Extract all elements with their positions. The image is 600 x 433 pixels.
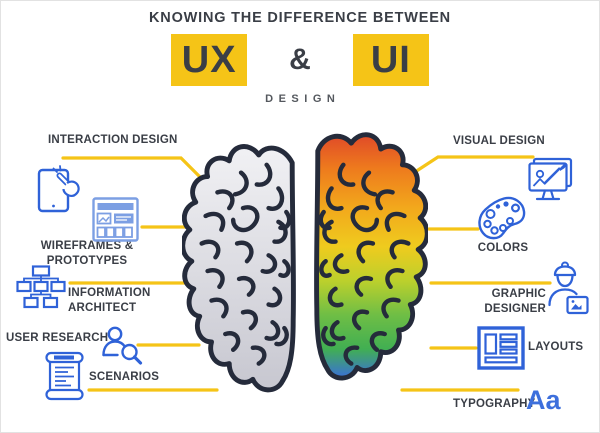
connector-visual-design xyxy=(413,155,535,174)
label-user-research: USER RESEARCH xyxy=(6,332,109,344)
label-graphic-designer: GRAPHIC DESIGNER xyxy=(484,287,546,317)
label-information-line1: INFORMATION xyxy=(68,287,151,299)
ampersand: & xyxy=(289,43,311,76)
brain-right-hemisphere xyxy=(314,132,428,381)
brain-illustration xyxy=(182,132,428,393)
label-wireframes-line2: PROTOTYPES xyxy=(46,255,128,267)
brain-left-hemisphere xyxy=(182,144,296,393)
label-graphic-line1: GRAPHIC xyxy=(491,288,546,300)
scroll-icon xyxy=(45,351,84,401)
typography-sample-text: Aa xyxy=(526,385,561,415)
label-information-architect: INFORMATION ARCHITECT xyxy=(68,286,150,316)
label-scenarios: SCENARIOS xyxy=(89,371,160,383)
label-wireframes-prototypes: WIREFRAMES & PROTOTYPES xyxy=(31,239,143,269)
label-typography: TYPOGRAPHY xyxy=(453,398,536,410)
person-magnifier-icon xyxy=(102,326,143,365)
header-subtitle: DESIGN xyxy=(265,93,341,105)
label-visual-design: VISUAL DESIGN xyxy=(453,135,545,147)
ui-badge: UI xyxy=(352,34,429,86)
ux-badge: UX xyxy=(171,34,248,86)
label-interaction-design: INTERACTION DESIGN xyxy=(48,134,178,146)
header-kicker: KNOWING THE DIFFERENCE BETWEEN xyxy=(149,10,451,26)
palette-icon xyxy=(478,196,526,240)
label-graphic-line2: DESIGNER xyxy=(484,303,546,315)
sitemap-icon xyxy=(16,265,66,309)
label-information-line2: ARCHITECT xyxy=(68,302,137,314)
tablet-touch-icon xyxy=(37,165,80,213)
monitor-paintbrush-icon xyxy=(528,157,573,201)
label-wireframes-line1: WIREFRAMES & xyxy=(40,240,134,252)
label-layouts: LAYOUTS xyxy=(528,341,584,353)
designer-person-icon xyxy=(548,261,589,315)
layout-grid-icon xyxy=(477,326,525,370)
header-title-row: UX & UI xyxy=(1,34,599,86)
label-colors: COLORS xyxy=(477,242,529,254)
wireframe-icon xyxy=(92,197,139,242)
